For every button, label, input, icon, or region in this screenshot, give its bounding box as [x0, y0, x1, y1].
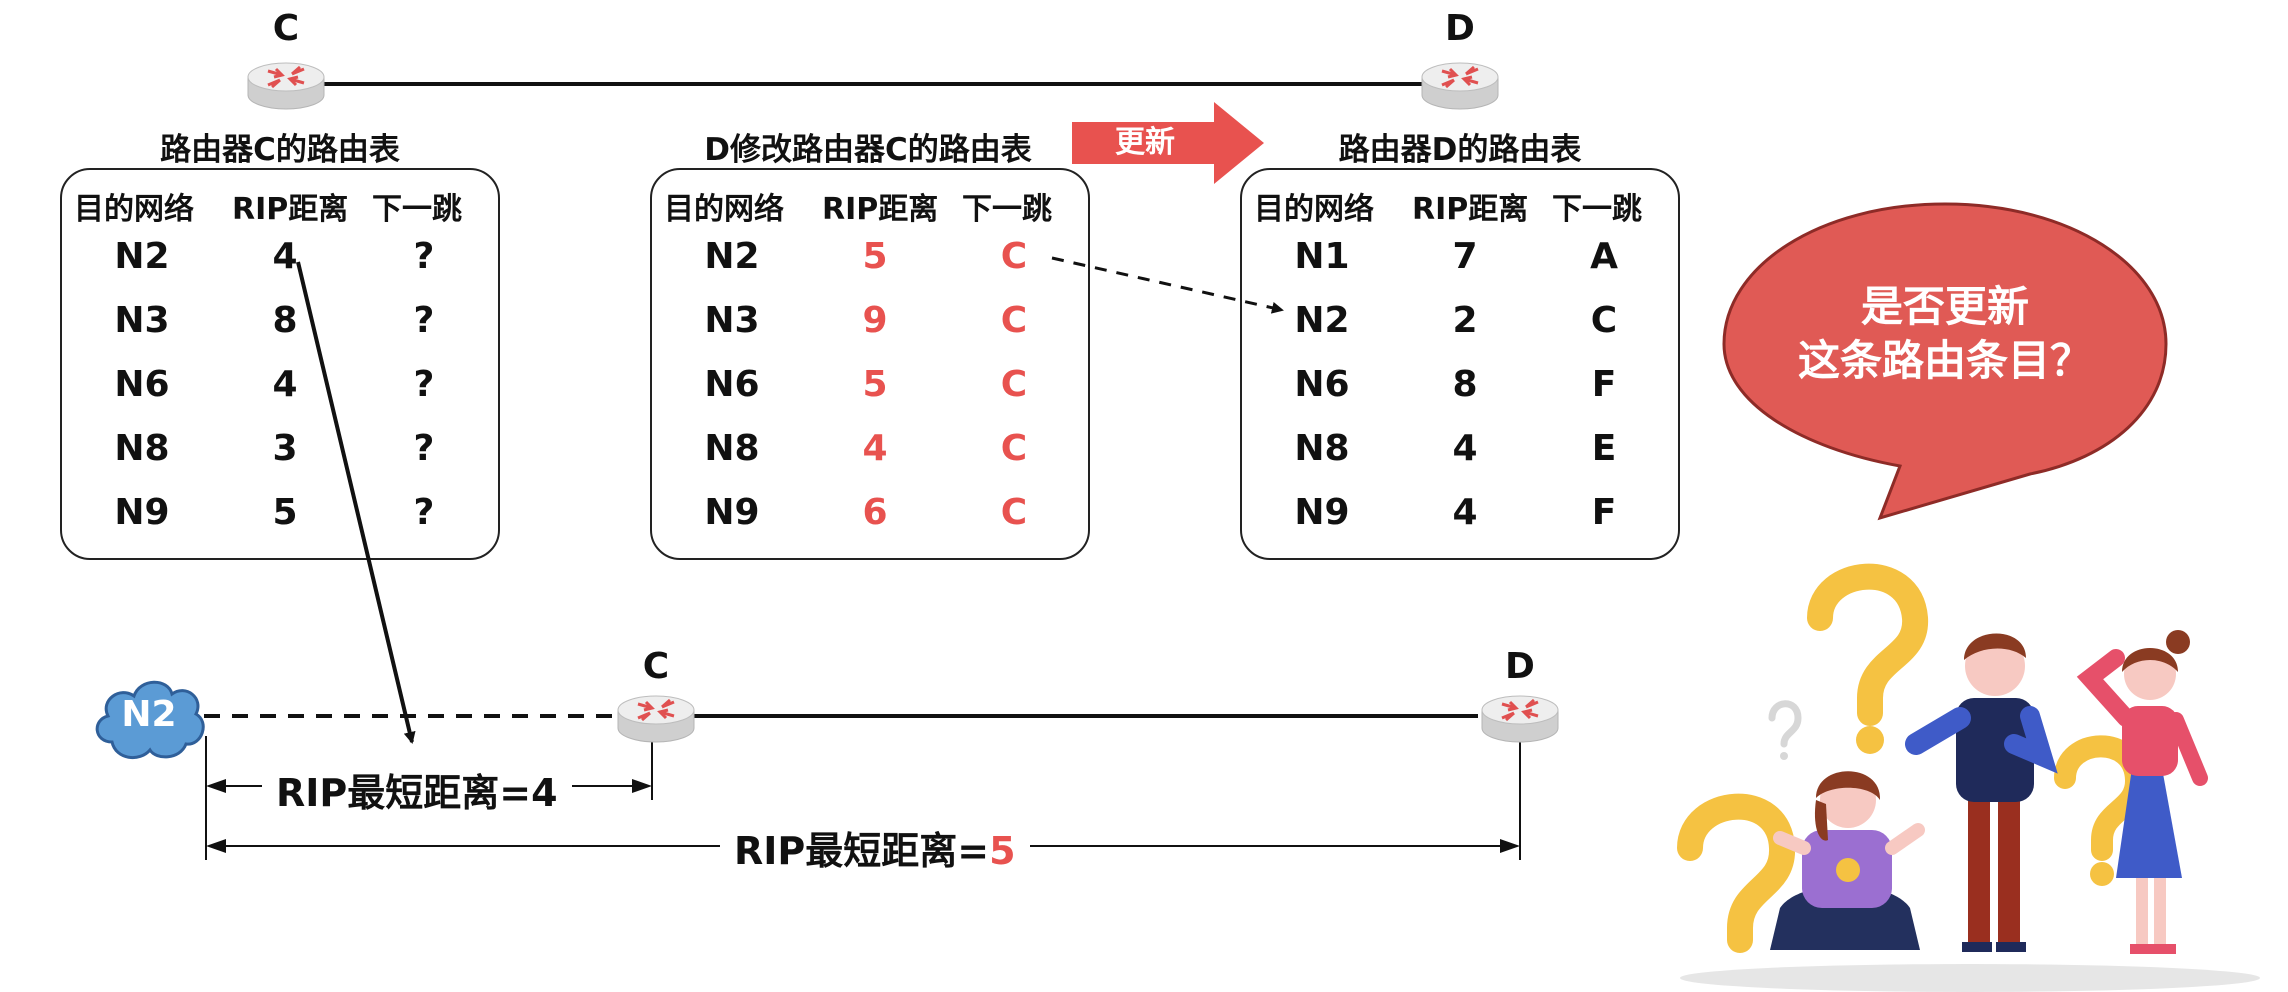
table-d-header-next: 下一跳 [1552, 192, 1642, 227]
bubble-text: 是否更新 这条路由条目？ [1735, 280, 2155, 388]
table-d-cell: N1 [1294, 236, 1350, 277]
table-d-cell: 8 [1452, 364, 1478, 405]
table-d: 目的网络 RIP距离 下一跳 N1 7 A N2 2 C N6 8 F N8 4… [1240, 168, 1680, 560]
table-d-header-dist: RIP距离 [1412, 192, 1529, 227]
table-mod-cell: C [1000, 492, 1028, 533]
router-d-icon[interactable] [1420, 55, 1500, 117]
table-mod-cell: 4 [862, 428, 888, 469]
table-d-cell: N2 [1294, 300, 1350, 341]
table-c-cell: 4 [272, 364, 298, 405]
table-mod-cell: 5 [862, 236, 888, 277]
question-mark-icon [1677, 793, 1795, 953]
table-c-header-next: 下一跳 [372, 192, 462, 227]
distance-label-5-prefix: RIP最短距离= [734, 829, 990, 873]
bottom-router-d-icon[interactable] [1480, 688, 1560, 750]
table-d-cell: C [1590, 300, 1618, 341]
n2-cloud-label: N2 [121, 694, 177, 735]
table-c-header-dist: RIP距离 [232, 192, 349, 227]
update-arrow: 更新 [1070, 100, 1266, 186]
table-c-header-dest: 目的网络 [74, 192, 194, 227]
distance-label-4: RIP最短距离=4 [262, 762, 572, 817]
table-d-cell: 4 [1452, 492, 1478, 533]
table-mod-cell: N2 [704, 236, 760, 277]
speech-bubble: 是否更新 这条路由条目？ [1720, 196, 2170, 526]
table-d-cell: F [1591, 364, 1617, 405]
table-c-title: 路由器C的路由表 [160, 132, 400, 168]
table-d-title: 路由器D的路由表 [1338, 132, 1582, 168]
table-mod-cell: N6 [704, 364, 760, 405]
router-c-label: C [272, 8, 300, 49]
router-c-icon[interactable] [246, 55, 326, 117]
table-c-cell: ? [413, 236, 435, 277]
table-d-cell: N6 [1294, 364, 1350, 405]
table-d-cell: A [1590, 236, 1618, 277]
table-c-cell: 3 [272, 428, 298, 469]
table-d-cell: 2 [1452, 300, 1478, 341]
table-c-cell: N6 [114, 364, 170, 405]
table-d-cell: E [1591, 428, 1617, 469]
table-mod-cell: C [1000, 300, 1028, 341]
table-d-header-dest: 目的网络 [1254, 192, 1374, 227]
table-d-cell: N9 [1294, 492, 1350, 533]
table-c-cell: N9 [114, 492, 170, 533]
table-mod-cell: C [1000, 428, 1028, 469]
question-mark-icon [1807, 563, 1929, 726]
table-mod-cell: N9 [704, 492, 760, 533]
bottom-router-c-label: C [642, 646, 670, 687]
table-mod-cell: C [1000, 364, 1028, 405]
distance-label-5-value: 5 [989, 829, 1016, 873]
table-c-cell: ? [413, 428, 435, 469]
table-mod-title: D修改路由器C的路由表 [704, 132, 1032, 168]
distance-label-5: RIP最短距离=5 [720, 820, 1030, 875]
confused-people-illustration [1670, 548, 2270, 992]
table-d-cell: 7 [1452, 236, 1478, 277]
table-mod-header-next: 下一跳 [962, 192, 1052, 227]
table-mod-header-dest: 目的网络 [664, 192, 784, 227]
top-link-line [290, 82, 1460, 86]
table-c-cell: 8 [272, 300, 298, 341]
table-mod-header-dist: RIP距离 [822, 192, 939, 227]
bubble-line-2: 这条路由条目？ [1797, 336, 2092, 385]
table-mod: 目的网络 RIP距离 下一跳 N2 5 C N3 9 C N6 5 C N8 4… [650, 168, 1090, 560]
table-c-cell: 4 [272, 236, 298, 277]
table-mod-cell: 9 [862, 300, 888, 341]
table-d-cell: F [1591, 492, 1617, 533]
table-c-cell: N2 [114, 236, 170, 277]
table-c-cell: N8 [114, 428, 170, 469]
table-d-cell: 4 [1452, 428, 1478, 469]
table-c-cell: ? [413, 300, 435, 341]
table-c-cell: ? [413, 364, 435, 405]
table-c-cell: ? [413, 492, 435, 533]
table-mod-cell: 6 [862, 492, 888, 533]
table-mod-cell: C [1000, 236, 1028, 277]
n2-cloud-icon[interactable]: N2 [90, 672, 208, 764]
table-mod-cell: 5 [862, 364, 888, 405]
table-c: 目的网络 RIP距离 下一跳 N2 4 ? N3 8 ? N6 4 ? N8 3… [60, 168, 500, 560]
bottom-router-d-label: D [1505, 646, 1535, 687]
table-c-cell: 5 [272, 492, 298, 533]
update-arrow-label: 更新 [1115, 125, 1175, 160]
router-d-label: D [1445, 8, 1475, 49]
bubble-line-1: 是否更新 [1860, 282, 2029, 331]
bottom-router-c-icon[interactable] [616, 688, 696, 750]
table-d-cell: N8 [1294, 428, 1350, 469]
table-mod-cell: N3 [704, 300, 760, 341]
table-mod-cell: N8 [704, 428, 760, 469]
table-c-cell: N3 [114, 300, 170, 341]
